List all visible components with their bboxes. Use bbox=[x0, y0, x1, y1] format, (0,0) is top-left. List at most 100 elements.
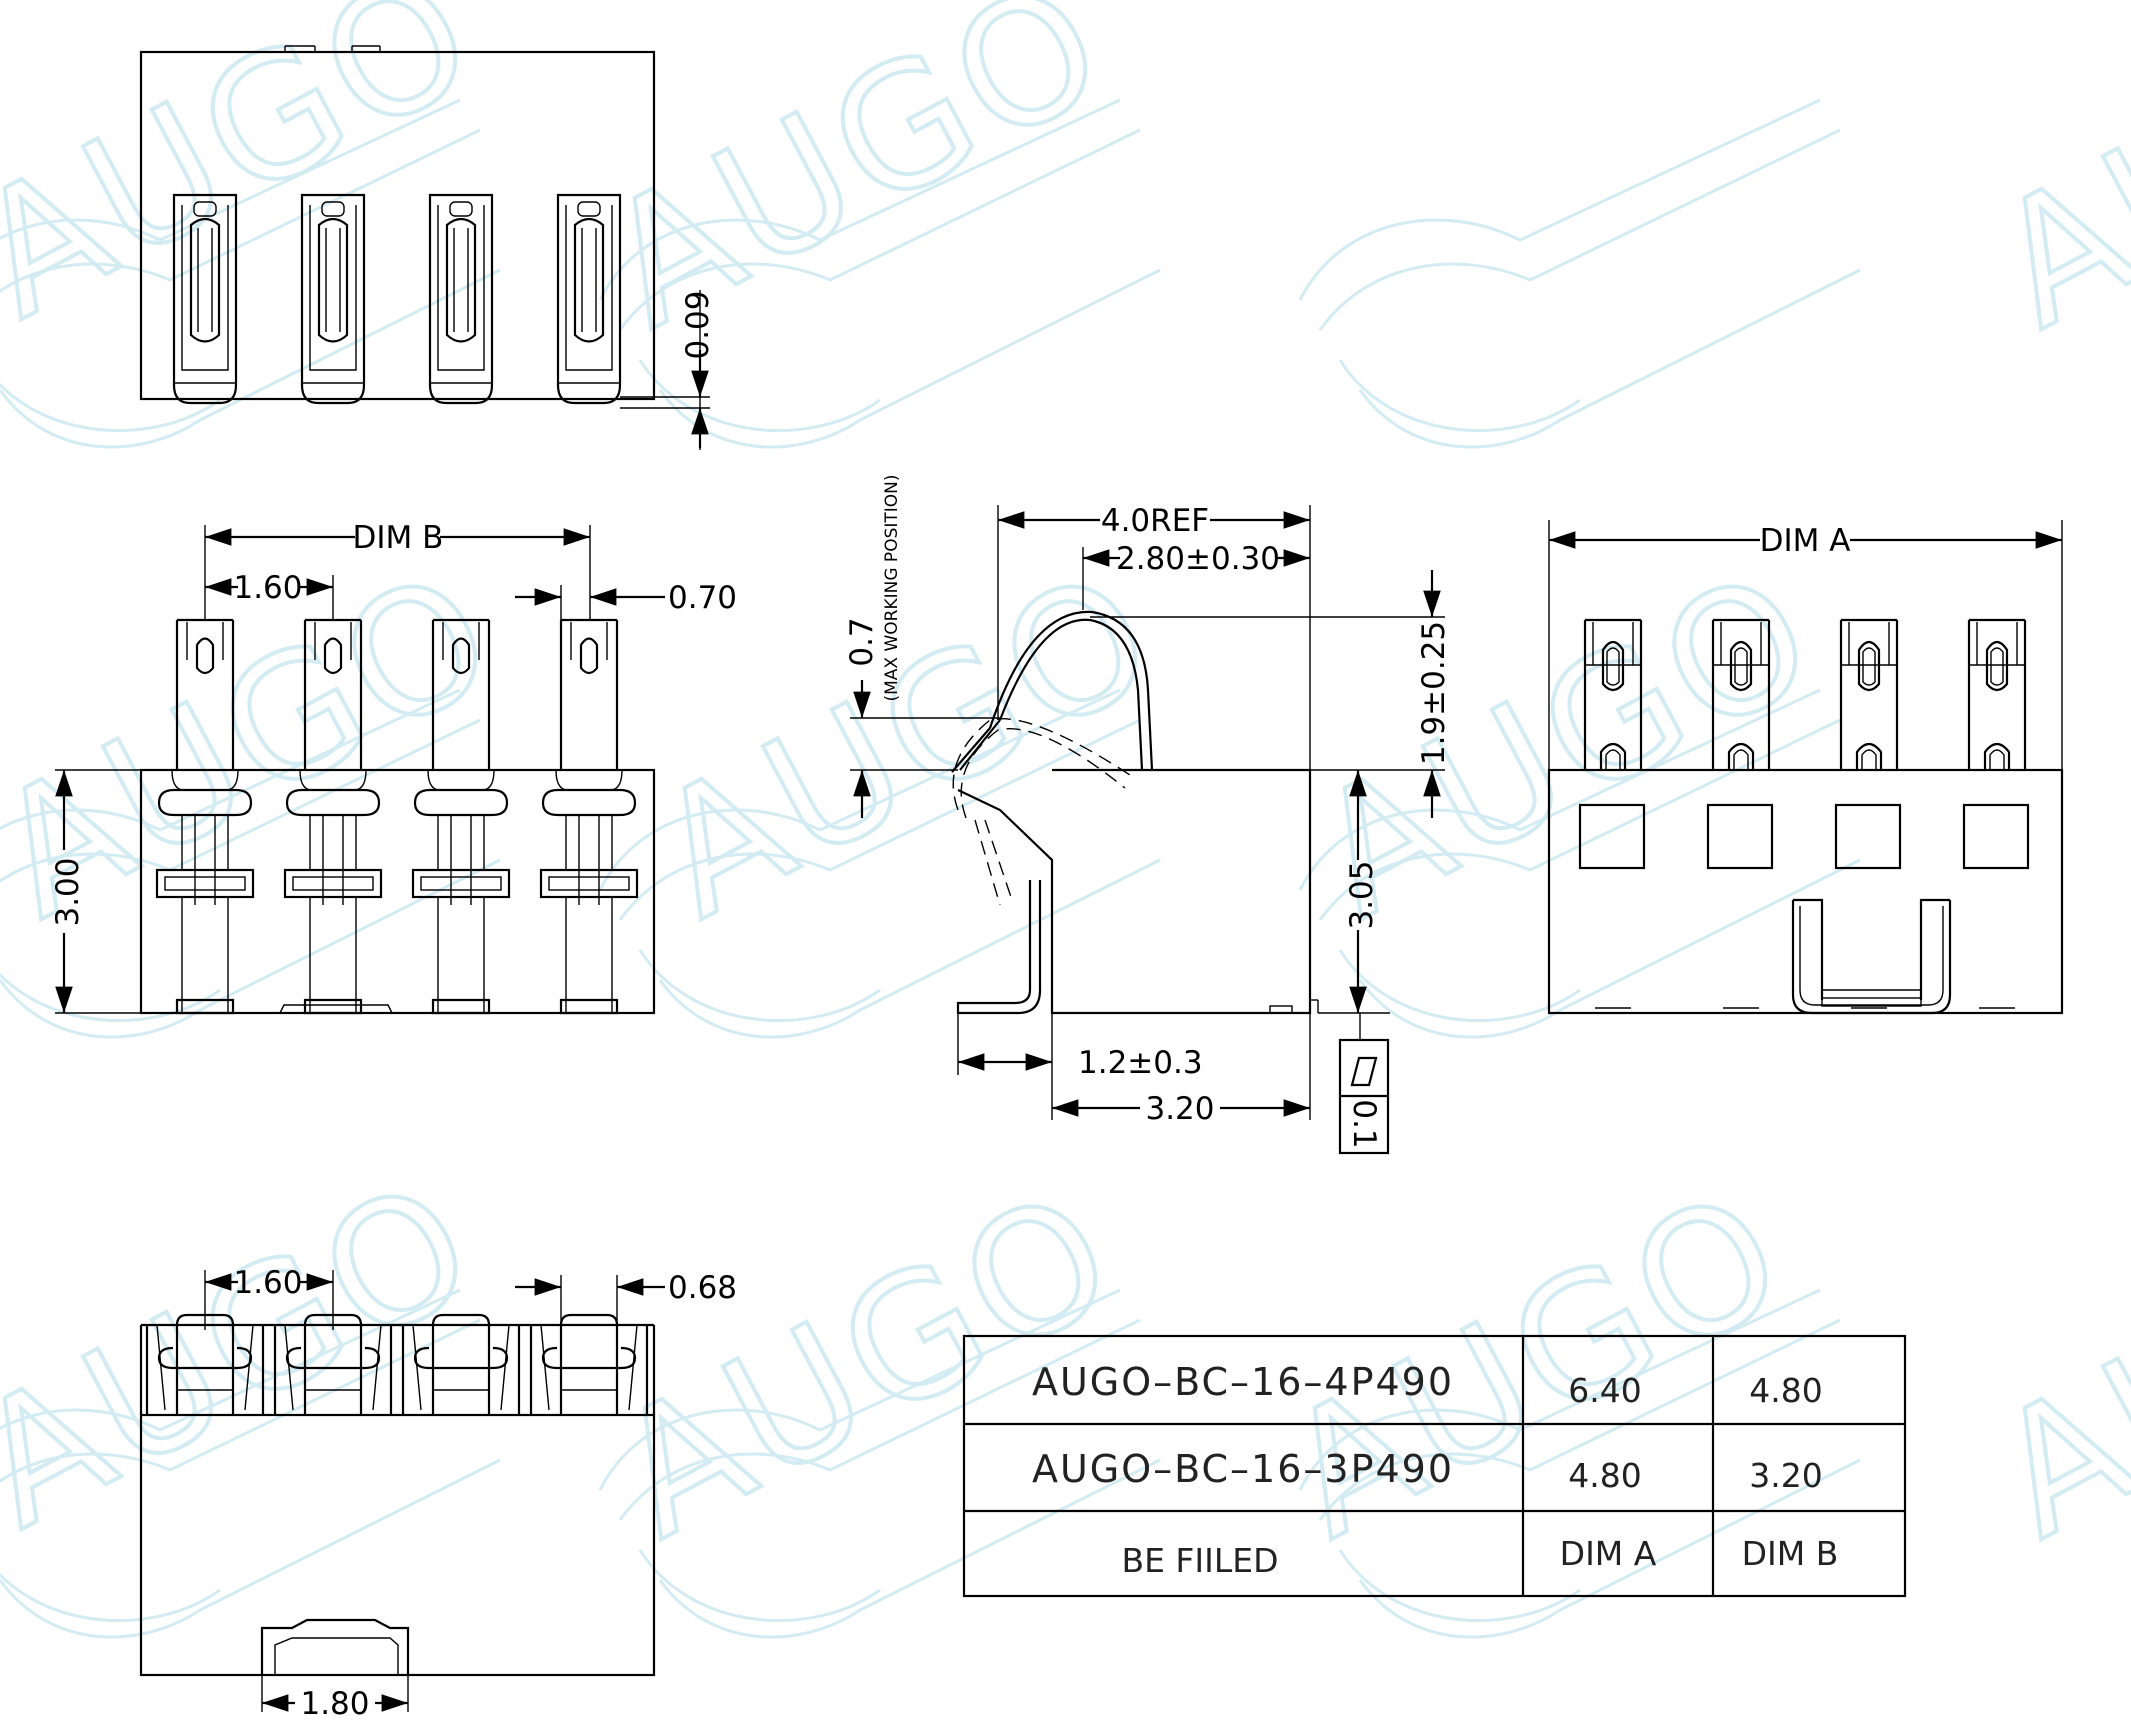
front-contact-latch bbox=[411, 868, 511, 899]
rear-contact-blade bbox=[1583, 618, 1643, 770]
top-contact bbox=[172, 193, 238, 405]
bottom-pad-outline bbox=[431, 1313, 491, 1415]
dim-side-foot-length: 1.2±0.3 bbox=[1078, 1045, 1203, 1081]
dim-flatness-value: 0.1 bbox=[1346, 1099, 1382, 1148]
top-contact bbox=[428, 193, 494, 405]
top-contact-inner bbox=[437, 205, 485, 371]
bottom-pad-side bbox=[540, 1324, 638, 1411]
bottom-pad-wall bbox=[273, 1325, 393, 1415]
front-contact-leg bbox=[437, 897, 485, 1013]
dim-side-body-height: 3.05 bbox=[1344, 860, 1380, 929]
front-contact-shoulder bbox=[555, 769, 623, 791]
rear-contact-edge bbox=[1585, 622, 1641, 666]
dim-bottom-pitch: 1.60 bbox=[233, 1265, 302, 1301]
table-row-dim-a: 4.80 bbox=[1568, 1456, 1641, 1495]
rear-contact-edge bbox=[1969, 622, 2025, 666]
watermark-text: AUGO bbox=[1966, 0, 2131, 366]
top-contact-tip bbox=[321, 201, 345, 217]
bottom-pad-side bbox=[412, 1324, 510, 1411]
front-contact-latch-inner bbox=[420, 876, 502, 891]
rear-contact-lower-inner bbox=[1989, 749, 2005, 770]
top-contact-outline bbox=[172, 193, 238, 405]
dim-side-contact-travel: 2.80±0.30 bbox=[1116, 541, 1280, 577]
dim-bottom-slot-width: 1.80 bbox=[300, 1686, 369, 1722]
rear-contact-hole-inner bbox=[1862, 647, 1876, 686]
front-view: DIM B 1.60 0.70 3.00 bbox=[50, 520, 737, 1015]
rear-contact-hole bbox=[1601, 640, 1625, 692]
front-contact-latch-inner bbox=[292, 876, 374, 891]
table-footer-dim-b: DIM B bbox=[1742, 1534, 1839, 1573]
rear-contact bbox=[1583, 618, 1643, 1009]
front-contact-shoulder bbox=[427, 769, 495, 791]
rear-window bbox=[1578, 803, 1646, 870]
front-contact-leg bbox=[309, 897, 357, 1013]
front-contact-foot bbox=[431, 998, 491, 1015]
front-contact-latch-inner bbox=[164, 876, 246, 891]
dim-side-max-working-note: (MAX WORKING POSITION) bbox=[882, 474, 902, 701]
front-contact-blade bbox=[559, 618, 619, 770]
front-contact-latch bbox=[283, 868, 383, 899]
rear-contact-lower-inner bbox=[1733, 749, 1749, 770]
rear-window bbox=[1706, 803, 1774, 870]
rear-contact-hole-inner bbox=[1606, 647, 1620, 686]
top-contact-outline bbox=[300, 193, 366, 405]
bottom-pad bbox=[401, 1313, 521, 1415]
front-contact-leg bbox=[565, 897, 613, 1013]
front-contact bbox=[539, 618, 639, 1015]
front-contact-flange bbox=[285, 788, 381, 817]
side-view: 4.0REF 2.80±0.30 0.7 (MAX WORKING POSITI… bbox=[844, 474, 1452, 1155]
dim-a-label: DIM A bbox=[1760, 523, 1851, 559]
front-contact-hole bbox=[323, 637, 343, 675]
top-view: 0.09 bbox=[139, 45, 716, 450]
top-contact-outline bbox=[428, 193, 494, 405]
front-contact-hole bbox=[579, 637, 599, 675]
rear-contact bbox=[1839, 618, 1899, 1009]
rear-contact-lower-hole bbox=[1855, 742, 1883, 770]
front-contact-leg bbox=[181, 897, 229, 1013]
bottom-pad-wall bbox=[529, 1325, 649, 1415]
front-contact-edge bbox=[570, 622, 608, 660]
front-contact-body bbox=[565, 814, 613, 871]
table-footer-dim-a: DIM A bbox=[1560, 1534, 1657, 1573]
front-contact-foot bbox=[559, 998, 619, 1015]
front-contact bbox=[283, 618, 383, 1015]
front-contact-flange bbox=[157, 788, 253, 817]
bottom-pad-wall bbox=[401, 1325, 521, 1415]
front-contact-hole bbox=[195, 637, 215, 675]
dim-side-max-working: 0.7 bbox=[844, 617, 880, 666]
front-contact-latch bbox=[539, 868, 639, 899]
dim-side-body-depth: 3.20 bbox=[1145, 1091, 1214, 1127]
top-contact-spring bbox=[573, 217, 605, 343]
top-contact-tip bbox=[193, 201, 217, 217]
top-contact-inner bbox=[181, 205, 229, 371]
part-number-table: AUGO–BC–16–4P490 6.40 4.80 AUGO–BC–16–3P… bbox=[962, 1334, 1907, 1598]
flatness-symbol-icon bbox=[1350, 1056, 1378, 1087]
rear-contact-hole bbox=[1729, 640, 1753, 692]
dim-side-total-ref: 4.0REF bbox=[1101, 503, 1209, 539]
rear-contact-lower-hole bbox=[1727, 742, 1755, 770]
front-contact-flange bbox=[413, 788, 509, 817]
top-contact-spring bbox=[189, 217, 221, 343]
front-contact-foot bbox=[175, 998, 235, 1015]
watermark-text: AUGO bbox=[1966, 1152, 2131, 1576]
top-contact-outline bbox=[556, 193, 622, 405]
table-row-part: AUGO–BC–16–4P490 bbox=[1032, 1360, 1454, 1404]
bottom-pad-flange bbox=[541, 1346, 637, 1370]
front-contact-foot bbox=[303, 998, 363, 1015]
rear-contact-edge bbox=[1841, 622, 1897, 666]
front-contact-edge bbox=[442, 622, 480, 660]
dim-bottom-pad-width: 0.68 bbox=[668, 1270, 737, 1306]
front-contact-blade bbox=[431, 618, 491, 770]
top-contact bbox=[556, 193, 622, 405]
rear-window bbox=[1834, 803, 1902, 870]
rear-contact-hole-inner bbox=[1990, 647, 2004, 686]
bottom-pad-wall bbox=[145, 1325, 265, 1415]
table-row-dim-b: 3.20 bbox=[1749, 1456, 1822, 1495]
rear-contact-lower-inner bbox=[1861, 749, 1877, 770]
front-contact-latch bbox=[155, 868, 255, 899]
rear-contact-lower-hole bbox=[1983, 742, 2011, 770]
dim-front-height: 3.00 bbox=[50, 857, 86, 926]
bottom-pad-side bbox=[284, 1324, 382, 1411]
rear-contact-blade bbox=[1711, 618, 1771, 770]
